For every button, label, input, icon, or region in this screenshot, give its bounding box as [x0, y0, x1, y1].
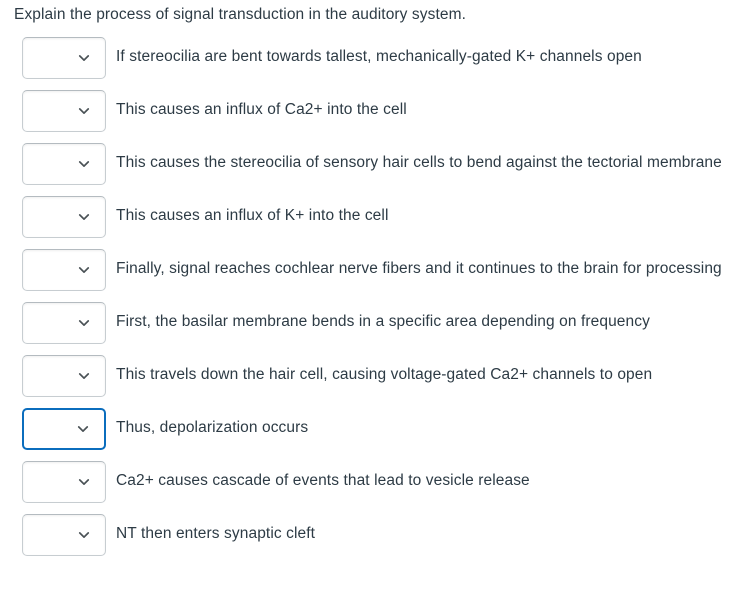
- order-select-box[interactable]: [22, 513, 106, 556]
- order-select-2[interactable]: [22, 89, 106, 132]
- answer-text: This travels down the hair cell, causing…: [116, 365, 653, 383]
- order-select-box[interactable]: [22, 89, 106, 132]
- chevron-down-icon: [77, 51, 91, 65]
- answer-row: This travels down the hair cell, causing…: [0, 354, 738, 397]
- order-select-box[interactable]: [22, 142, 106, 185]
- answer-row: Thus, depolarization occurs: [0, 407, 738, 450]
- order-select-box[interactable]: [22, 407, 106, 450]
- chevron-down-icon: [77, 475, 91, 489]
- order-select-5[interactable]: [22, 248, 106, 291]
- answer-text: Ca2+ causes cascade of events that lead …: [116, 471, 530, 489]
- answer-list: If stereocilia are bent towards tallest,…: [0, 36, 738, 556]
- order-select-box[interactable]: [22, 301, 106, 344]
- order-select-box[interactable]: [22, 460, 106, 503]
- answer-row: This causes an influx of K+ into the cel…: [0, 195, 738, 238]
- answer-text: Thus, depolarization occurs: [116, 418, 309, 436]
- order-select-box[interactable]: [22, 195, 106, 238]
- order-select-10[interactable]: [22, 513, 106, 556]
- question-container: Explain the process of signal transducti…: [0, 6, 738, 556]
- answer-text: If stereocilia are bent towards tallest,…: [116, 47, 642, 65]
- order-select-9[interactable]: [22, 460, 106, 503]
- answer-row: First, the basilar membrane bends in a s…: [0, 301, 738, 344]
- answer-row: Ca2+ causes cascade of events that lead …: [0, 460, 738, 503]
- chevron-down-icon: [77, 528, 91, 542]
- order-select-4[interactable]: [22, 195, 106, 238]
- answer-row: Finally, signal reaches cochlear nerve f…: [0, 248, 738, 291]
- order-select-8[interactable]: [22, 407, 106, 450]
- answer-text: Finally, signal reaches cochlear nerve f…: [116, 259, 722, 277]
- chevron-down-icon: [77, 316, 91, 330]
- answer-text: This causes an influx of Ca2+ into the c…: [116, 100, 407, 118]
- answer-row: This causes the stereocilia of sensory h…: [0, 142, 738, 185]
- answer-row: NT then enters synaptic cleft: [0, 513, 738, 556]
- chevron-down-icon: [77, 157, 91, 171]
- answer-row: This causes an influx of Ca2+ into the c…: [0, 89, 738, 132]
- order-select-box[interactable]: [22, 248, 106, 291]
- chevron-down-icon: [77, 263, 91, 277]
- chevron-down-icon: [76, 422, 90, 436]
- question-prompt: Explain the process of signal transducti…: [14, 6, 467, 23]
- order-select-3[interactable]: [22, 142, 106, 185]
- answer-text: This causes an influx of K+ into the cel…: [116, 206, 389, 224]
- chevron-down-icon: [77, 104, 91, 118]
- order-select-box[interactable]: [22, 354, 106, 397]
- answer-text: NT then enters synaptic cleft: [116, 524, 316, 542]
- chevron-down-icon: [77, 369, 91, 383]
- answer-row: If stereocilia are bent towards tallest,…: [0, 36, 738, 79]
- order-select-7[interactable]: [22, 354, 106, 397]
- order-select-6[interactable]: [22, 301, 106, 344]
- order-select-1[interactable]: [22, 36, 106, 79]
- chevron-down-icon: [77, 210, 91, 224]
- answer-text: This causes the stereocilia of sensory h…: [116, 153, 722, 171]
- answer-text: First, the basilar membrane bends in a s…: [116, 312, 650, 330]
- order-select-box[interactable]: [22, 36, 106, 79]
